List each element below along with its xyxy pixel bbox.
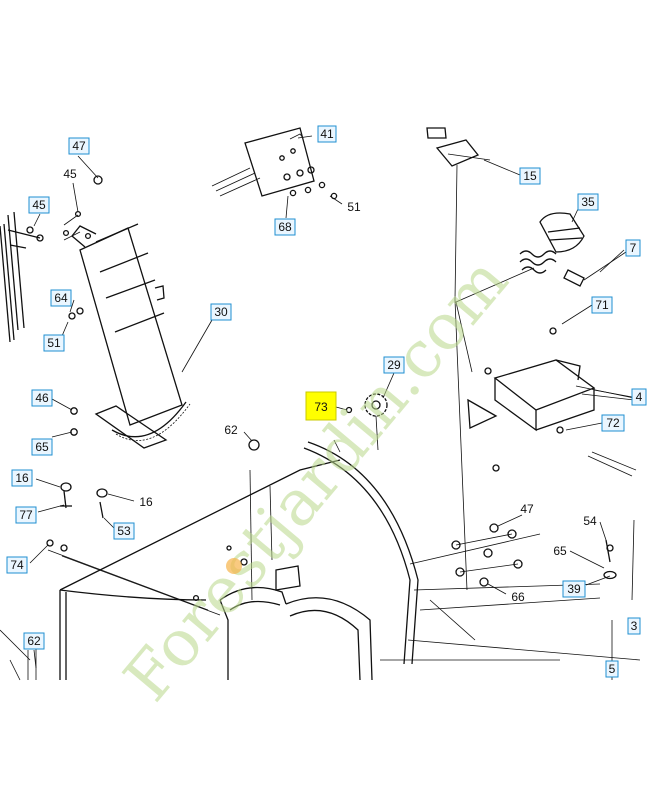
- support-rods-part: [0, 211, 84, 343]
- svg-text:51: 51: [47, 336, 61, 350]
- callout-66: 66: [511, 590, 525, 604]
- svg-text:41: 41: [320, 127, 334, 141]
- callout-45: 45: [63, 167, 77, 181]
- callout-51: 51: [347, 200, 361, 214]
- callout-35[interactable]: 35: [577, 193, 599, 211]
- callout-4[interactable]: 4: [631, 388, 647, 406]
- callout-54: 54: [583, 514, 597, 528]
- parts-artwork: [0, 127, 641, 681]
- svg-text:68: 68: [278, 220, 292, 234]
- svg-text:30: 30: [214, 305, 228, 319]
- callout-39[interactable]: 39: [562, 580, 586, 598]
- callout-16: 16: [139, 495, 153, 509]
- svg-text:73: 73: [314, 400, 328, 414]
- callout-64[interactable]: 64: [50, 289, 72, 307]
- callout-46[interactable]: 46: [31, 389, 53, 407]
- callout-77[interactable]: 77: [15, 506, 37, 524]
- gearbox-housing-part: [467, 327, 637, 477]
- svg-text:77: 77: [19, 508, 33, 522]
- svg-text:3: 3: [631, 619, 638, 633]
- svg-text:39: 39: [567, 582, 581, 596]
- svg-text:64: 64: [54, 291, 68, 305]
- svg-text:54: 54: [583, 514, 597, 528]
- motor-assembly-part: [455, 212, 627, 373]
- callout-68[interactable]: 68: [274, 218, 296, 236]
- svg-text:7: 7: [630, 241, 637, 255]
- callout-15[interactable]: 15: [519, 167, 541, 185]
- callout-3[interactable]: 3: [627, 617, 641, 635]
- control-bracket-part: [211, 127, 338, 200]
- svg-text:65: 65: [553, 544, 567, 558]
- svg-text:4: 4: [636, 390, 643, 404]
- svg-text:65: 65: [35, 440, 49, 454]
- svg-text:29: 29: [387, 358, 401, 372]
- svg-text:5: 5: [609, 662, 616, 676]
- callout-74[interactable]: 74: [6, 556, 28, 574]
- svg-text:16: 16: [139, 495, 153, 509]
- deflector-bracket-part: [426, 127, 491, 591]
- callout-73-highlighted[interactable]: 73: [305, 391, 337, 421]
- callout-5[interactable]: 5: [605, 660, 619, 678]
- svg-text:71: 71: [595, 298, 609, 312]
- callout-51[interactable]: 51: [43, 334, 65, 352]
- auger-housing-part: [47, 439, 641, 681]
- callout-47: 47: [520, 502, 534, 516]
- callout-45[interactable]: 45: [28, 196, 50, 214]
- callout-30[interactable]: 30: [210, 303, 232, 321]
- svg-text:16: 16: [15, 471, 29, 485]
- callout-62[interactable]: 62: [23, 632, 45, 650]
- svg-text:15: 15: [523, 169, 537, 183]
- callout-71[interactable]: 71: [591, 296, 613, 314]
- callout-7[interactable]: 7: [625, 239, 641, 257]
- bolt-set-part: [451, 519, 635, 680]
- svg-text:47: 47: [72, 139, 86, 153]
- svg-text:62: 62: [27, 634, 41, 648]
- leader-lines: [29, 135, 633, 669]
- callout-72[interactable]: 72: [601, 414, 625, 432]
- callout-65: 65: [553, 544, 567, 558]
- discharge-chute-part: [63, 214, 191, 449]
- svg-text:74: 74: [10, 558, 24, 572]
- svg-text:35: 35: [581, 195, 595, 209]
- callout-29[interactable]: 29: [383, 356, 405, 374]
- callout-41[interactable]: 41: [317, 125, 337, 143]
- callout-65[interactable]: 65: [31, 438, 53, 456]
- callout-47[interactable]: 47: [68, 137, 90, 155]
- svg-text:45: 45: [32, 198, 46, 212]
- svg-text:53: 53: [117, 524, 131, 538]
- svg-text:62: 62: [224, 423, 238, 437]
- fastener-hardware-part: [0, 175, 108, 681]
- svg-text:46: 46: [35, 391, 49, 405]
- svg-text:72: 72: [606, 416, 620, 430]
- watermark-dot: [226, 558, 242, 574]
- callout-16[interactable]: 16: [11, 469, 33, 487]
- callout-labels: 47 41 45 45 15 35 51 68 7: [6, 125, 647, 678]
- svg-text:47: 47: [520, 502, 534, 516]
- svg-text:66: 66: [511, 590, 525, 604]
- callout-53[interactable]: 53: [113, 522, 135, 540]
- callout-62: 62: [224, 423, 238, 437]
- svg-text:51: 51: [347, 200, 361, 214]
- svg-text:45: 45: [63, 167, 77, 181]
